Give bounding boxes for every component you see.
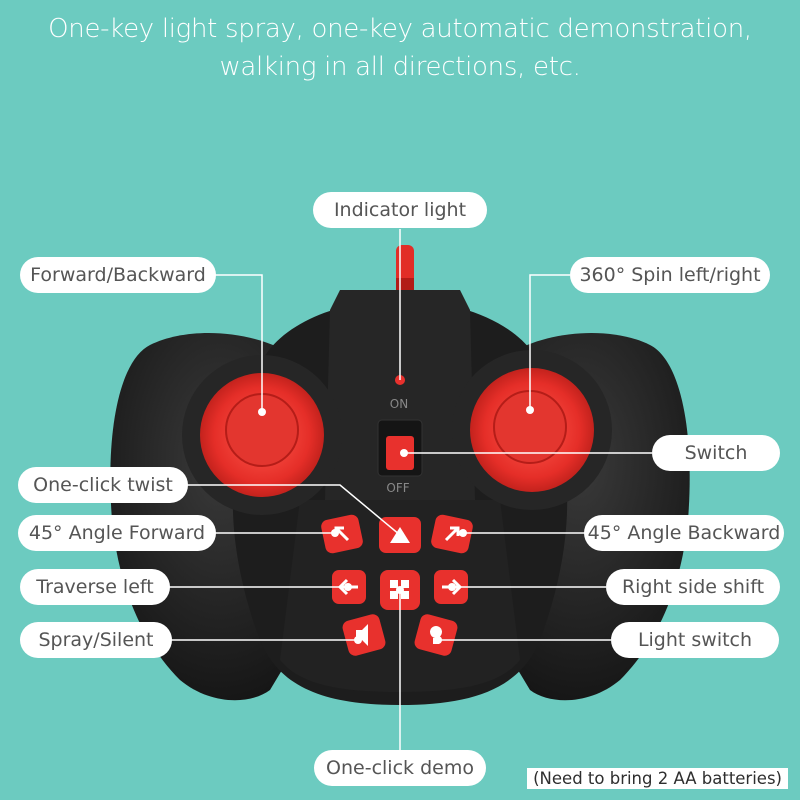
callout-forward-backward: Forward/Backward [20,257,216,293]
right-joystick[interactable] [452,350,612,510]
light-switch-button[interactable] [413,613,459,658]
callout-right-side-shift: Right side shift [606,569,780,605]
callout-switch: Switch [652,435,780,471]
left-joystick[interactable] [182,355,342,515]
headline-line-2: walking in all directions, etc. [219,52,581,82]
callout-one-click-twist: One-click twist [18,467,188,503]
headline-line-1: One-key light spray, one-key automatic d… [48,14,752,44]
callout-dots [258,406,534,644]
battery-note: (Need to bring 2 AA batteries) [527,768,788,789]
callout-leader-lines [160,229,652,750]
callout-angle-backward: 45° Angle Backward [584,515,784,551]
callout-traverse-left: Traverse left [20,569,170,605]
callout-indicator-light: Indicator light [313,192,487,228]
spray-silent-button[interactable] [341,613,387,658]
switch-on-label: ON [390,397,408,411]
callout-angle-forward: 45° Angle Forward [18,515,216,551]
switch-off-label: OFF [386,481,409,495]
callout-light-switch: Light switch [611,622,779,658]
callout-spin: 360° Spin left/right [570,257,770,293]
callout-spray-silent: Spray/Silent [20,622,172,658]
power-switch[interactable] [377,419,423,477]
antenna [396,245,414,291]
callout-one-click-demo: One-click demo [314,750,486,786]
angle-backward-button[interactable] [430,513,474,554]
